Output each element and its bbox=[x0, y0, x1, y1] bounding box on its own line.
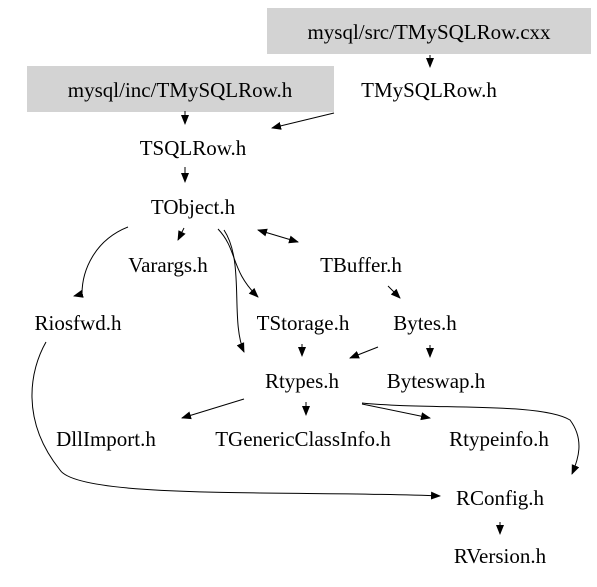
node-tgenericclassinfo: TGenericClassInfo.h bbox=[215, 427, 391, 451]
node-tmysqlrow: TMySQLRow.h bbox=[361, 78, 497, 102]
node-dllimport: DllImport.h bbox=[56, 427, 156, 451]
edge-tobject-to-varargs bbox=[177, 227, 186, 241]
nodes: mysql/src/TMySQLRow.cxx mysql/inc/TMySQL… bbox=[35, 20, 551, 568]
node-rversion: RVersion.h bbox=[454, 544, 547, 568]
edge-tmysqlrow-to-tsqlrow bbox=[271, 112, 335, 130]
node-varargs: Varargs.h bbox=[128, 253, 208, 277]
edge-tbuffer-to-bytes bbox=[387, 285, 401, 299]
edge-tobject-to-riosfwd bbox=[73, 226, 129, 298]
node-bytes: Bytes.h bbox=[393, 311, 457, 335]
node-byteswap: Byteswap.h bbox=[387, 369, 486, 393]
edge-tobject-to-rtypes bbox=[223, 229, 245, 353]
edges bbox=[31, 55, 580, 535]
edge-rtypes-to-dllimport bbox=[181, 398, 245, 420]
node-inc-h: mysql/inc/TMySQLRow.h bbox=[68, 78, 293, 102]
node-src-cxx: mysql/src/TMySQLRow.cxx bbox=[307, 20, 551, 44]
node-rtypeinfo: Rtypeinfo.h bbox=[449, 427, 549, 451]
edge-tobject-tbuffer bbox=[257, 228, 299, 244]
node-rtypes: Rtypes.h bbox=[265, 369, 340, 393]
node-tobject: TObject.h bbox=[151, 195, 236, 219]
node-tstorage: TStorage.h bbox=[257, 311, 350, 335]
edge-riosfwd-to-rconfig bbox=[31, 341, 441, 500]
edge-bytes-to-rtypes bbox=[349, 346, 379, 359]
edge-rtypes-to-rconfig bbox=[361, 402, 580, 475]
box-inc-h bbox=[27, 66, 334, 112]
node-tsqlrow: TSQLRow.h bbox=[140, 136, 247, 160]
edge-rtypes-to-rtypeinfo bbox=[361, 403, 431, 421]
node-riosfwd: Riosfwd.h bbox=[35, 311, 122, 335]
node-rconfig: RConfig.h bbox=[456, 486, 545, 510]
edge-tobject-to-tstorage bbox=[217, 228, 259, 298]
box-src-cxx bbox=[267, 8, 591, 54]
node-tbuffer: TBuffer.h bbox=[320, 253, 402, 277]
